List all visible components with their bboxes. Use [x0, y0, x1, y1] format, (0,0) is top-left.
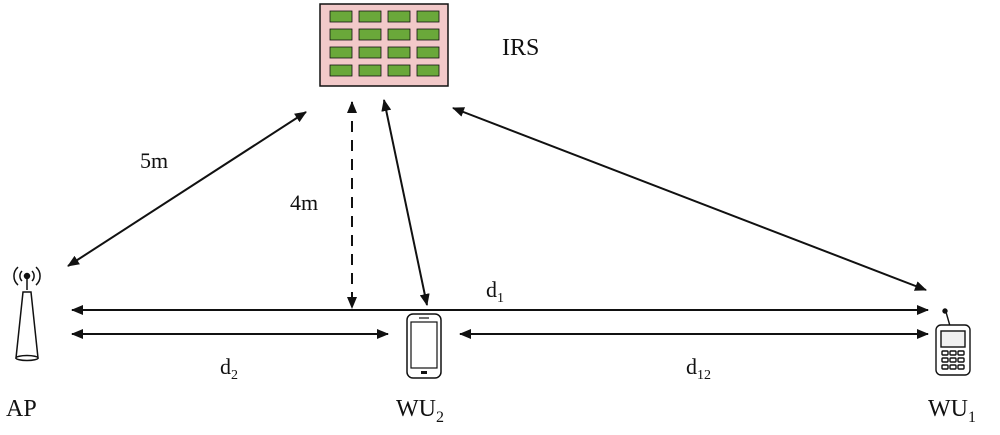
wu2-label: WU2	[396, 396, 444, 426]
irs-label: IRS	[502, 35, 539, 61]
irs-element	[358, 46, 382, 59]
keypad-key	[957, 357, 965, 363]
irs-element	[416, 46, 440, 59]
irs-element	[329, 28, 353, 41]
irs-element	[416, 64, 440, 77]
wu1-label: WU1	[928, 396, 976, 426]
d1-label: d1	[486, 277, 504, 306]
d12-label: d12	[686, 354, 711, 383]
irs-element	[358, 28, 382, 41]
keypad-key	[941, 350, 949, 356]
irs-elements	[329, 10, 440, 77]
keypad-key	[949, 357, 957, 363]
irs-height-label: 4m	[290, 190, 318, 215]
irs-wu1-link	[452, 107, 927, 291]
irs-element	[416, 10, 440, 23]
d2-label: d2	[220, 354, 238, 383]
irs-element	[329, 46, 353, 59]
ap-irs-distance-label: 5m	[140, 148, 168, 173]
irs-element	[329, 10, 353, 23]
ap-irs-link	[67, 111, 307, 267]
keypad-key	[949, 350, 957, 356]
irs-element	[358, 10, 382, 23]
irs-element	[358, 64, 382, 77]
irs-element	[416, 28, 440, 41]
ap-label: AP	[6, 396, 37, 422]
keypad-key	[941, 364, 949, 370]
irs-element	[387, 46, 411, 59]
keypad-key	[957, 350, 965, 356]
irs-element	[329, 64, 353, 77]
irs-element	[387, 28, 411, 41]
irs-wu2-link	[381, 99, 430, 306]
irs-panel-icon	[319, 3, 449, 87]
keypad-key	[957, 364, 965, 370]
mobile-phone-icon	[935, 308, 971, 376]
irs-element	[387, 64, 411, 77]
access-point-icon	[13, 266, 41, 362]
keypad-key	[949, 364, 957, 370]
keypad-key	[941, 357, 949, 363]
irs-element	[387, 10, 411, 23]
smartphone-icon	[406, 313, 442, 379]
